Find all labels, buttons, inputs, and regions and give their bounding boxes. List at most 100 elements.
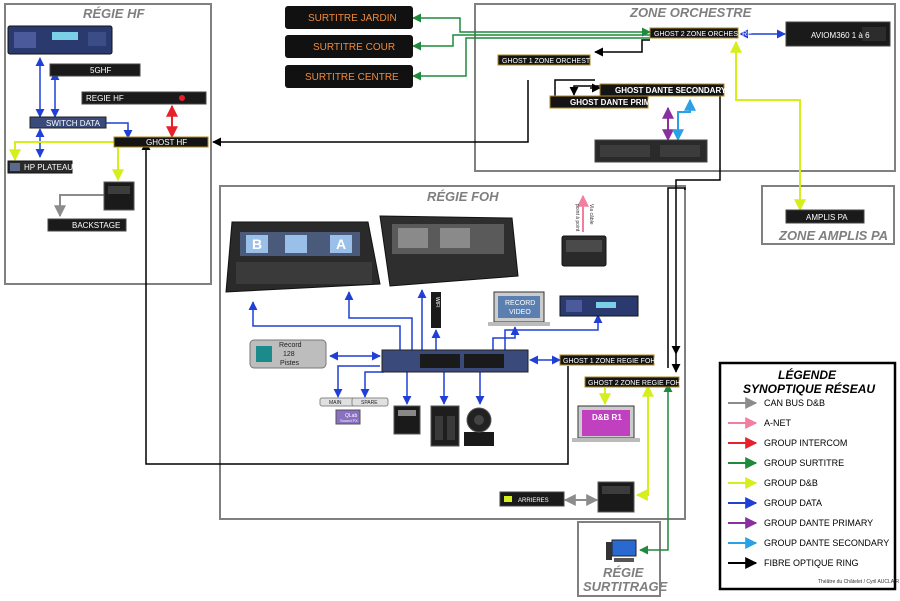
amplis-pa-label: AMPLIS PA — [806, 213, 848, 222]
dante-secondary-link — [672, 98, 696, 142]
ghost2-orchestre-unit: GHOST 2 ZONE ORCHESTRE — [649, 27, 752, 39]
dante-primary-label: GHOST DANTE PRIMARY — [570, 98, 668, 107]
network-switch-foh — [381, 349, 529, 373]
db-links — [9, 40, 806, 501]
mixing-console-left: B A — [225, 221, 381, 293]
data-links — [35, 29, 786, 405]
hp-plateau-label: HP PLATEAU — [24, 163, 73, 172]
console-a-label: A — [336, 236, 346, 252]
hf-5ghf-unit: 5GHF — [49, 63, 141, 77]
wifi-access-point: WIFI — [431, 292, 441, 328]
anet-distributor — [561, 235, 607, 267]
record-128-device: Record 128 Pistes — [249, 339, 327, 369]
main-label: MAIN — [329, 400, 342, 406]
intercom-panel — [393, 405, 421, 435]
orchestre-stagebox — [594, 139, 708, 163]
zone-regie-hf-title: RÉGIE HF — [83, 6, 145, 21]
console-b-label: B — [252, 236, 262, 252]
zone-regie-surtitrage — [577, 521, 661, 597]
surtitrage-computer — [606, 539, 637, 562]
hf-5ghf-label: 5GHF — [90, 66, 111, 75]
can-bus-links — [54, 194, 599, 506]
backstage-unit: BACKSTAGE — [47, 218, 127, 232]
legend-item-label: GROUP D&B — [764, 478, 818, 488]
record-video-label-2: VIDEO — [509, 309, 531, 316]
ghost2-orchestre-label: GHOST 2 ZONE ORCHESTRE — [654, 31, 752, 38]
legend-item-label: GROUP DATA — [764, 498, 822, 508]
zone-amplis-pa — [761, 185, 895, 245]
ghost-hf-unit: GHOST HF — [113, 136, 209, 148]
record-128-label-1: Record — [279, 342, 302, 349]
surtitre-links — [412, 13, 673, 555]
via-cable-label-2: point à point — [574, 204, 580, 232]
legend-item-label: FIBRE OPTIQUE RING — [764, 558, 859, 568]
legend-credit: Théâtre du Châtelet / Cyril AUCLAIR — [818, 579, 900, 585]
surtitre-jardin-label: SURTITRE JARDIN — [308, 13, 397, 24]
legend-item-label: GROUP DANTE SECONDARY — [764, 538, 889, 548]
surtitre-cour: SURTITRE COUR — [285, 35, 413, 58]
nas-storage — [430, 405, 460, 447]
db-r1-label: D&B R1 — [592, 413, 622, 422]
via-cable-label-1: Via câble — [588, 204, 594, 225]
record-video-label-1: RECORD — [505, 300, 535, 307]
surtitre-cour-label: SURTITRE COUR — [313, 42, 395, 53]
mixing-console-right — [379, 215, 519, 287]
db-amp-hf — [103, 181, 135, 211]
wifi-label: WIFI — [434, 297, 440, 308]
dante-primary-unit: GHOST DANTE PRIMARY — [549, 95, 668, 109]
spare-label: SPARE — [361, 400, 378, 406]
legend: LÉGENDE SYNOPTIQUE RÉSEAU CAN BUS D&B A-N… — [718, 361, 900, 591]
surtitre-centre-label: SURTITRE CENTRE — [305, 72, 399, 83]
legend-item-label: GROUP SURTITRE — [764, 458, 844, 468]
legend-item-label: GROUP DANTE PRIMARY — [764, 518, 873, 528]
zone-orchestre-title: ZONE ORCHESTRE — [629, 5, 752, 20]
surtitre-centre: SURTITRE CENTRE — [285, 65, 413, 88]
ghost2-foh-label: GHOST 2 ZONE REGIE FOH — [588, 380, 680, 387]
zone-regie-surtitrage-title-2: SURTITRAGE — [583, 579, 668, 594]
ghost1-orchestre-label: GHOST 1 ZONE ORCHESTRE — [502, 58, 600, 65]
qlab-label: QLab — [345, 413, 357, 419]
ghost1-foh-unit: GHOST 1 ZONE REGIE FOH — [559, 354, 655, 366]
dante-secondary-unit: GHOST DANTE SECONDARY — [599, 83, 727, 97]
regie-hf-label: REGIE HF — [86, 94, 124, 103]
spare-computer: SPARE — [351, 397, 389, 407]
qlab-software: QLab Sound FX — [335, 409, 361, 425]
hf-receiver-rack — [7, 25, 113, 55]
zone-orchestre — [474, 3, 896, 172]
ghost-hf-label: GHOST HF — [146, 138, 187, 147]
data-rack-unit-foh — [559, 295, 639, 317]
zone-regie-hf — [4, 3, 212, 285]
db-amp-foh — [597, 481, 635, 513]
zone-regie-surtitrage-title-1: RÉGIE — [603, 565, 644, 580]
main-computer: MAIN — [319, 397, 357, 407]
aviom-unit: AVIOM360 1 à 6 — [785, 21, 891, 47]
arrieres-amp: ARRIERES — [499, 491, 565, 507]
zone-regie-foh — [219, 185, 686, 520]
qlab-sub-label: Sound FX — [340, 418, 358, 423]
arrieres-label: ARRIERES — [518, 498, 549, 504]
ghost1-foh-label: GHOST 1 ZONE REGIE FOH — [563, 358, 655, 365]
zone-regie-foh-title: RÉGIE FOH — [427, 189, 499, 204]
backstage-label: BACKSTAGE — [72, 221, 120, 230]
record-128-label-2: 128 — [283, 351, 295, 358]
zone-amplis-pa-title: ZONE AMPLIS PA — [778, 228, 888, 243]
switch-data-unit: SWITCH DATA — [29, 116, 107, 129]
hp-plateau-unit: HP PLATEAU — [7, 160, 73, 174]
legend-item-label: GROUP INTERCOM — [764, 438, 847, 448]
legend-title-2: SYNOPTIQUE RÉSEAU — [743, 381, 875, 396]
ghost1-orchestre-unit: GHOST 1 ZONE ORCHESTRE — [497, 54, 600, 66]
legend-item-label: A-NET — [764, 418, 792, 428]
ptz-camera — [464, 407, 494, 446]
regie-hf-unit: REGIE HF — [81, 91, 207, 105]
dante-secondary-label: GHOST DANTE SECONDARY — [615, 86, 727, 95]
ghost2-foh-unit: GHOST 2 ZONE REGIE FOH — [584, 376, 680, 388]
legend-item-label: CAN BUS D&B — [764, 398, 825, 408]
db-r1-laptop: D&B R1 — [572, 405, 640, 442]
surtitre-jardin: SURTITRE JARDIN — [285, 6, 413, 29]
aviom-label: AVIOM360 1 à 6 — [811, 31, 870, 40]
legend-title-1: LÉGENDE — [778, 367, 837, 382]
record-video-laptop: RECORD VIDEO — [488, 291, 550, 326]
record-128-label-3: Pistes — [280, 360, 300, 367]
amplis-pa-unit: AMPLIS PA — [785, 209, 865, 224]
